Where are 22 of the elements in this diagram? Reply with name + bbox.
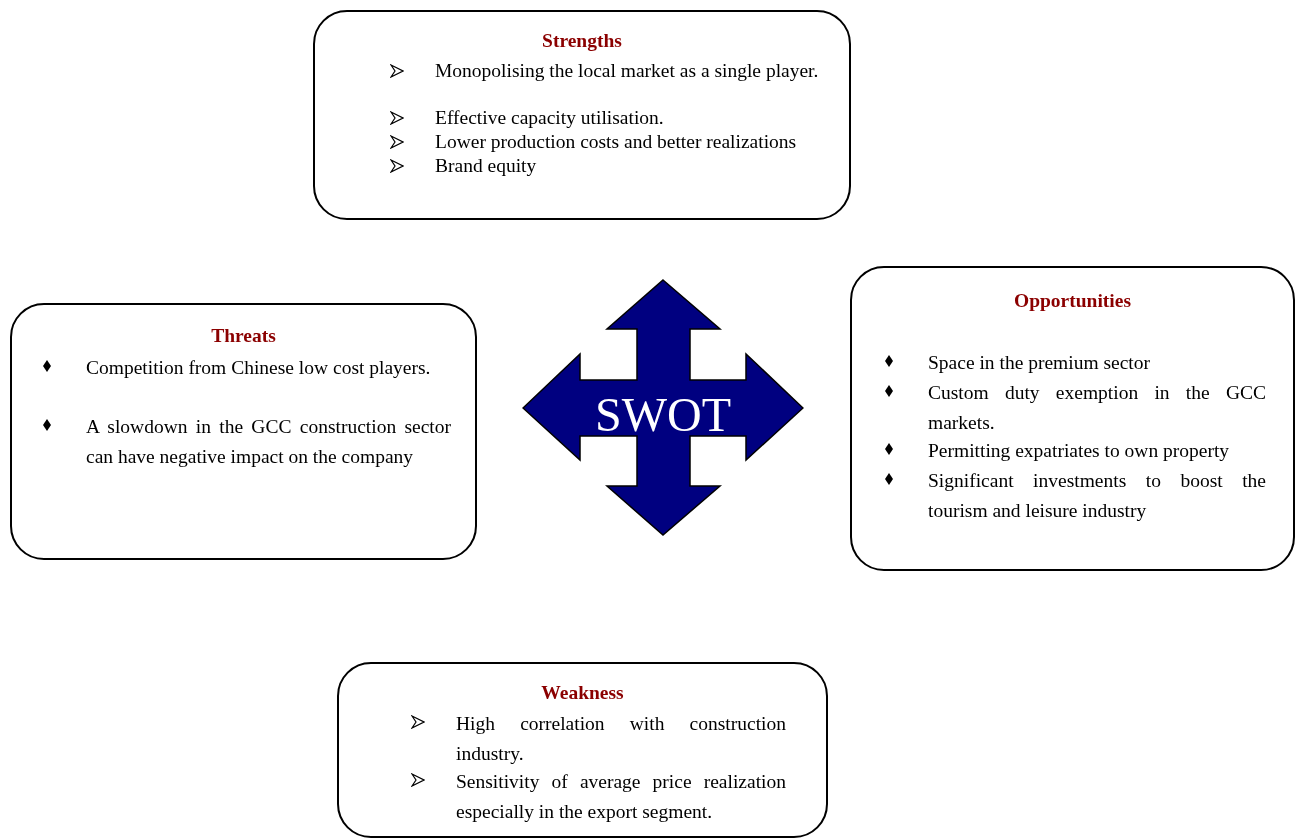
swot-card [10, 303, 477, 560]
bullet-text: Space in the premium sector [928, 351, 1151, 375]
bullet-text: Effective capacity utilisation. [435, 106, 665, 130]
bullet-text: Permitting expatriates to own property [928, 439, 1231, 463]
bullet-text: Custom duty exemption in the GCC markets. [928, 381, 1266, 436]
swot-cross-shape [522, 279, 804, 536]
swot-card [313, 10, 851, 220]
swot-card [337, 662, 828, 838]
card-heading: Threats [210, 325, 277, 347]
swot-card [850, 266, 1295, 571]
bullet-text: Competition from Chinese low cost players. [86, 356, 432, 380]
bullet-text: Lower production costs and better realizations [435, 130, 798, 154]
bullet-text: Significant investments to boost the tourism and leisure industry [928, 469, 1266, 524]
card-heading: Opportunities [1013, 290, 1132, 312]
bullet-text: High correlation with construction industry. [456, 712, 786, 767]
card-heading: Weakness [540, 682, 625, 704]
card-heading: Strengths [541, 30, 623, 52]
bullet-text: A slowdown in the GCC construction sector can have negative impact on the company [86, 415, 451, 470]
bullet-text: Monopolising the local market as a single player. [435, 59, 820, 83]
bullet-text: Brand equity [435, 154, 538, 178]
center-label: SWOT [594, 391, 732, 439]
bullet-text: Sensitivity of average price realization especially in the export segment. [456, 770, 786, 825]
